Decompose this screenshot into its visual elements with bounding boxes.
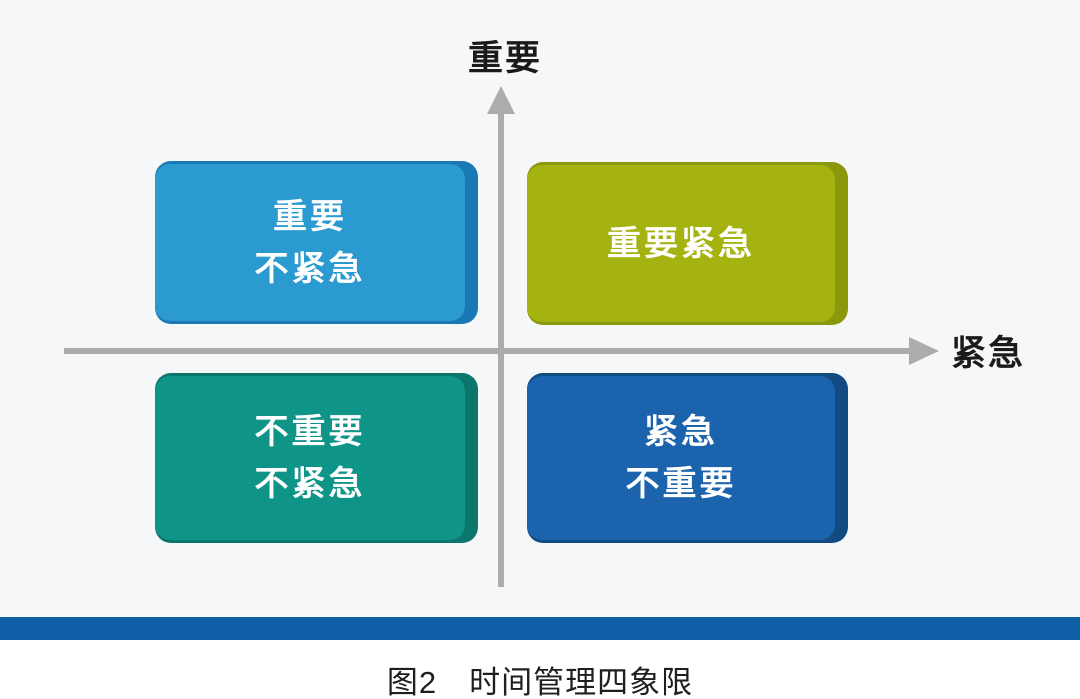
quadrant-label: 紧急 (644, 413, 718, 451)
quadrant-face: 不重要 不紧急 (155, 376, 465, 540)
quadrant-label: 不重要 (625, 465, 737, 503)
figure-caption: 图2 时间管理四象限 (386, 665, 694, 699)
quadrant-face: 紧急 不重要 (527, 376, 835, 540)
quadrant-face: 重要 不紧急 (155, 164, 465, 321)
right-arrow-icon (909, 337, 939, 365)
up-arrow-icon (487, 86, 515, 114)
quadrant-label: 重要紧急 (607, 224, 755, 263)
footer-divider-bar (0, 617, 1080, 640)
x-axis-label: 紧急 (951, 334, 1026, 373)
diagram-background: 重要 紧急 重要 不紧急 重要紧急 不重要 不紧急 紧急 (64, 39, 1026, 587)
quadrant-label: 重要 (273, 197, 347, 236)
y-axis-label: 重要 (467, 39, 542, 78)
quadrant-important-not-urgent: 重要 不紧急 (155, 161, 478, 324)
quadrant-urgent-not-important: 紧急 不重要 (527, 373, 848, 543)
quadrant-label: 不紧急 (254, 465, 366, 503)
quadrant-important-urgent: 重要紧急 (527, 162, 848, 325)
quadrant-label: 不紧急 (254, 249, 366, 288)
quadrant-face: 重要紧急 (527, 165, 835, 322)
quadrant-label: 不重要 (254, 413, 366, 451)
quadrant-not-important-not-urgent: 不重要 不紧急 (155, 373, 478, 543)
x-axis-line (64, 348, 910, 354)
